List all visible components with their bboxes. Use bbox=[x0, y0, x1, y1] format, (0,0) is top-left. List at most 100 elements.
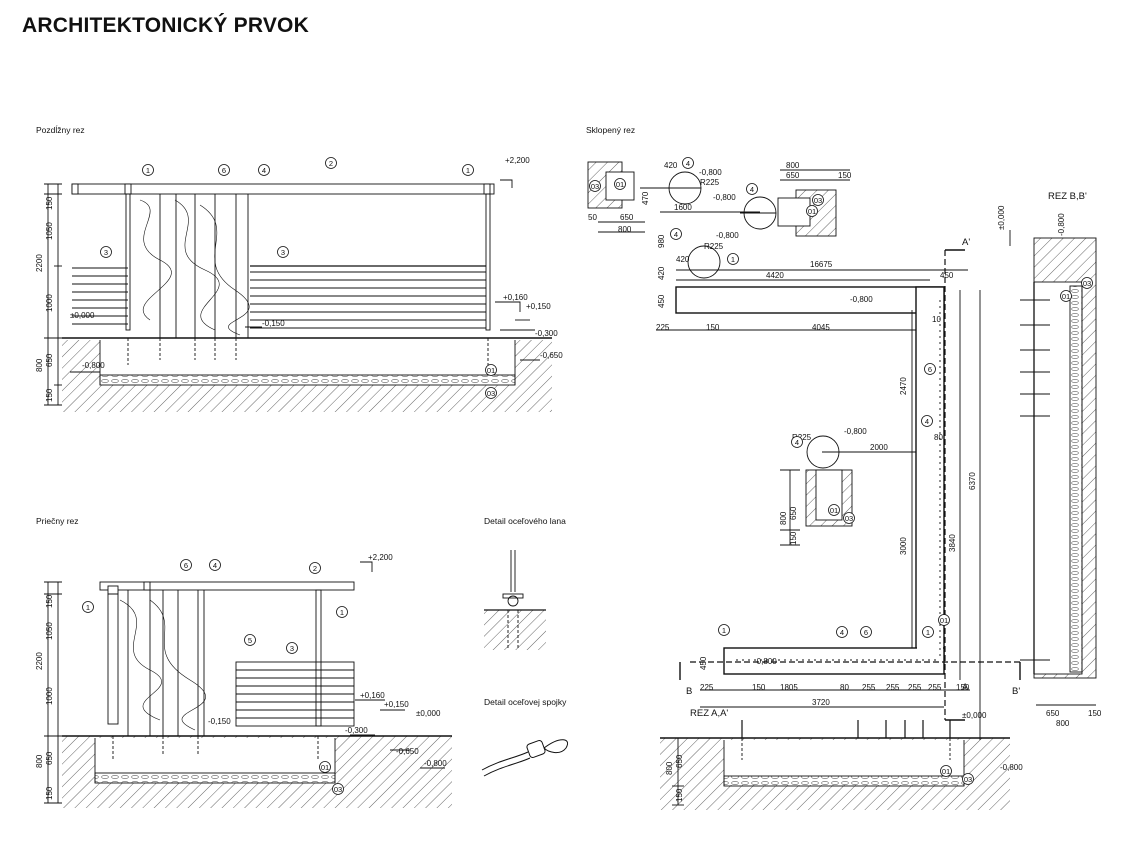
svg-text:01: 01 bbox=[808, 207, 816, 216]
svg-text:800: 800 bbox=[1056, 719, 1070, 728]
transverse-callouts bbox=[82, 559, 348, 795]
svg-text:650: 650 bbox=[789, 506, 798, 520]
svg-text:450: 450 bbox=[699, 656, 708, 670]
svg-text:255: 255 bbox=[862, 683, 876, 692]
svg-text:1000: 1000 bbox=[45, 294, 54, 312]
longitudinal-callouts bbox=[100, 157, 497, 399]
svg-text:2000: 2000 bbox=[870, 443, 888, 452]
svg-text:1: 1 bbox=[146, 166, 150, 175]
svg-text:150: 150 bbox=[45, 196, 54, 210]
svg-text:150: 150 bbox=[706, 323, 720, 332]
svg-text:-0,800: -0,800 bbox=[82, 361, 105, 370]
svg-text:800: 800 bbox=[665, 761, 674, 775]
svg-text:150: 150 bbox=[789, 531, 798, 545]
svg-text:01: 01 bbox=[1062, 292, 1070, 301]
folded-section bbox=[587, 161, 1097, 810]
transverse-section bbox=[44, 561, 452, 808]
svg-text:150: 150 bbox=[956, 683, 970, 692]
svg-text:450: 450 bbox=[657, 294, 666, 308]
svg-text:1000: 1000 bbox=[45, 687, 54, 705]
svg-text:R225: R225 bbox=[792, 433, 812, 442]
svg-text:01: 01 bbox=[830, 506, 838, 515]
svg-text:01: 01 bbox=[487, 366, 495, 375]
svg-text:-0,150: -0,150 bbox=[262, 319, 285, 328]
svg-text:650: 650 bbox=[675, 754, 684, 768]
svg-text:150: 150 bbox=[1088, 709, 1102, 718]
svg-text:3: 3 bbox=[290, 644, 294, 653]
svg-text:4: 4 bbox=[213, 561, 217, 570]
svg-text:4: 4 bbox=[925, 417, 929, 426]
svg-text:255: 255 bbox=[928, 683, 942, 692]
svg-text:03: 03 bbox=[964, 775, 972, 784]
svg-text:3: 3 bbox=[104, 248, 108, 257]
svg-text:03: 03 bbox=[814, 196, 822, 205]
svg-text:4045: 4045 bbox=[812, 323, 830, 332]
svg-text:6: 6 bbox=[222, 166, 226, 175]
svg-text:B': B' bbox=[1012, 686, 1020, 697]
svg-text:03: 03 bbox=[334, 785, 342, 794]
view-label-longitudinal: Pozdĺžny rez bbox=[36, 125, 85, 135]
svg-text:3: 3 bbox=[281, 248, 285, 257]
svg-text:10: 10 bbox=[932, 315, 941, 324]
svg-text:03: 03 bbox=[487, 389, 495, 398]
svg-text:255: 255 bbox=[886, 683, 900, 692]
svg-text:3720: 3720 bbox=[812, 698, 830, 707]
svg-text:+0,160: +0,160 bbox=[503, 293, 528, 302]
svg-text:3000: 3000 bbox=[899, 537, 908, 555]
svg-text:REZ A,A': REZ A,A' bbox=[690, 708, 728, 719]
svg-text:800: 800 bbox=[786, 161, 800, 170]
section-markers: REZ B,B' REZ A,A' A' A B B' bbox=[686, 191, 1087, 719]
svg-text:+0,150: +0,150 bbox=[384, 700, 409, 709]
plan-bottom-arm bbox=[723, 647, 945, 675]
post bbox=[485, 193, 491, 331]
svg-text:-0,650: -0,650 bbox=[396, 747, 419, 756]
svg-text:-0,800: -0,800 bbox=[716, 231, 739, 240]
svg-text:±0,000: ±0,000 bbox=[962, 711, 987, 720]
svg-text:01: 01 bbox=[942, 767, 950, 776]
svg-text:650: 650 bbox=[45, 751, 54, 765]
svg-text:2470: 2470 bbox=[899, 377, 908, 395]
svg-text:2: 2 bbox=[313, 564, 317, 573]
svg-text:450: 450 bbox=[940, 271, 954, 280]
svg-text:1: 1 bbox=[466, 166, 470, 175]
svg-text:5: 5 bbox=[248, 636, 252, 645]
svg-text:01: 01 bbox=[940, 616, 948, 625]
svg-text:2200: 2200 bbox=[35, 254, 44, 272]
svg-text:650: 650 bbox=[1046, 709, 1060, 718]
svg-text:4: 4 bbox=[840, 628, 844, 637]
view-label-folded: Sklopený rez bbox=[586, 125, 636, 135]
svg-text:6: 6 bbox=[864, 628, 868, 637]
svg-text:650: 650 bbox=[786, 171, 800, 180]
svg-text:2: 2 bbox=[329, 159, 333, 168]
svg-text:150: 150 bbox=[45, 786, 54, 800]
svg-text:±0,000: ±0,000 bbox=[997, 205, 1006, 230]
svg-text:+0,160: +0,160 bbox=[360, 691, 385, 700]
svg-text:-0,800: -0,800 bbox=[699, 168, 722, 177]
svg-text:-0,800: -0,800 bbox=[713, 193, 736, 202]
plant-scribble bbox=[139, 199, 250, 336]
plan-top-arm bbox=[675, 286, 945, 314]
svg-text:1805: 1805 bbox=[780, 683, 798, 692]
svg-text:6370: 6370 bbox=[968, 472, 977, 490]
longitudinal-section bbox=[44, 179, 552, 412]
svg-text:80: 80 bbox=[934, 433, 943, 442]
svg-text:650: 650 bbox=[45, 353, 54, 367]
svg-text:4420: 4420 bbox=[766, 271, 784, 280]
svg-text:150: 150 bbox=[838, 171, 852, 180]
svg-text:01: 01 bbox=[321, 763, 329, 772]
svg-text:1: 1 bbox=[86, 603, 90, 612]
svg-text:03: 03 bbox=[1083, 279, 1091, 288]
svg-text:A: A bbox=[962, 682, 969, 693]
svg-text:150: 150 bbox=[752, 683, 766, 692]
svg-text:+0,150: +0,150 bbox=[526, 302, 551, 311]
svg-text:1: 1 bbox=[926, 628, 930, 637]
svg-text:-0,650: -0,650 bbox=[540, 351, 563, 360]
svg-text:R225: R225 bbox=[700, 178, 720, 187]
svg-text:-0,800: -0,800 bbox=[1000, 763, 1023, 772]
svg-text:650: 650 bbox=[620, 213, 634, 222]
svg-text:4: 4 bbox=[750, 185, 754, 194]
svg-text:±0,000: ±0,000 bbox=[416, 709, 441, 718]
